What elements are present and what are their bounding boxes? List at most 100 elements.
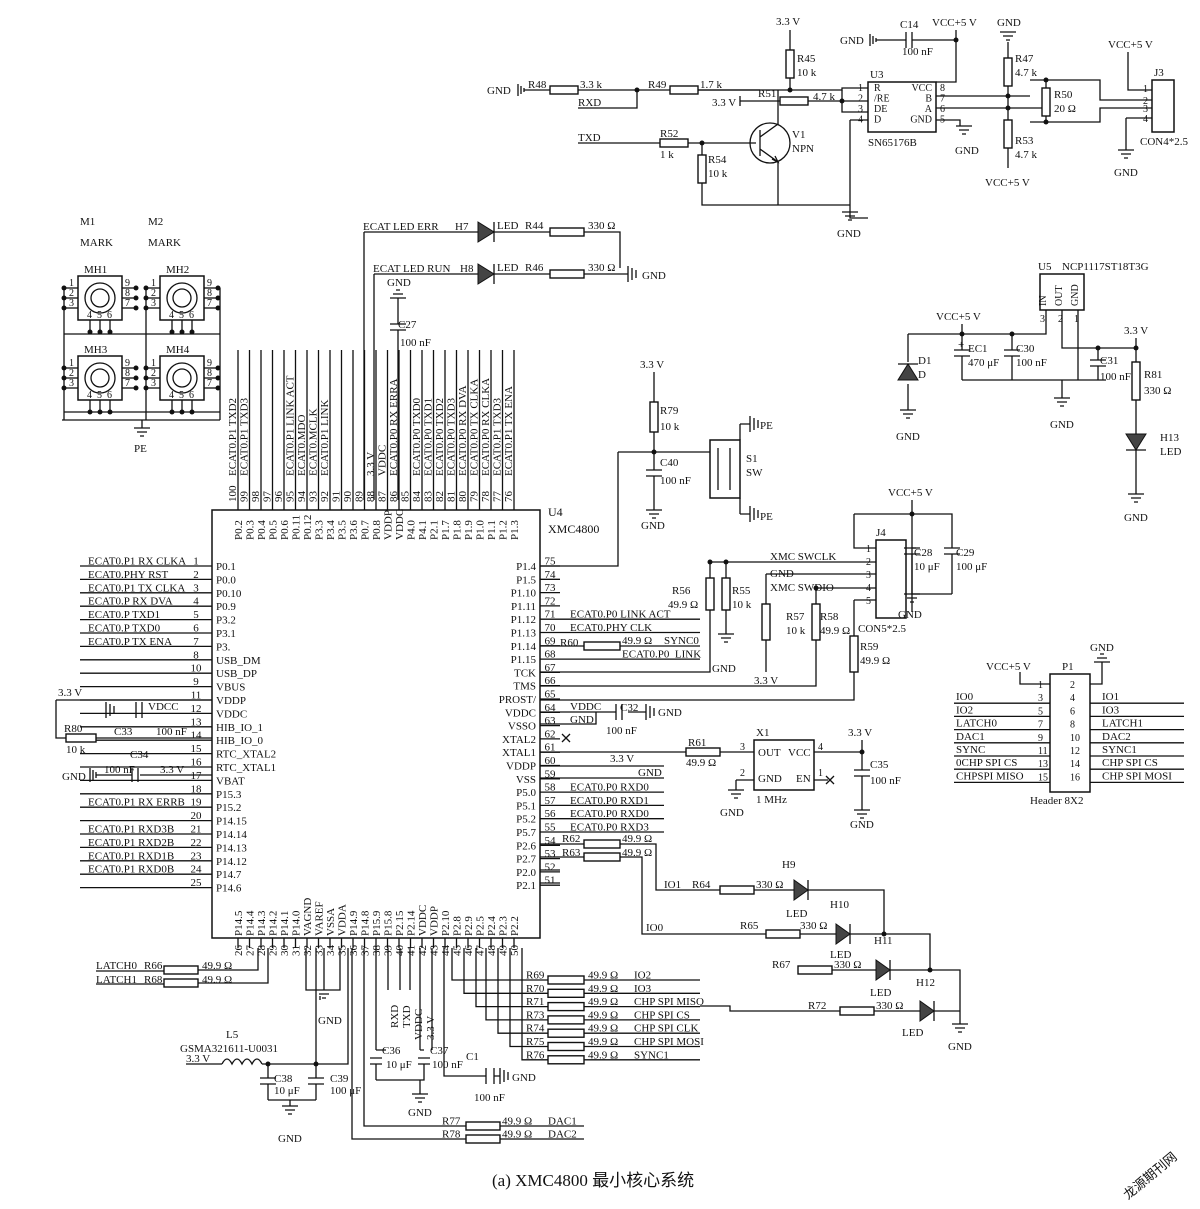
mh-pin-dot [87,329,93,335]
p1-vcc: VCC+5 V [986,661,1031,673]
bottom-row-net: IO2 [634,970,651,982]
j4-pin-num: 3 [866,570,871,581]
mcu-top-pin-net: ECAT0.P0 RX ERRA [388,378,400,476]
h11-led-label: LED [870,987,891,999]
mcu-top-pin-num: 76 [503,491,515,503]
rxd-net: RXD [578,97,601,109]
bottom-row-ref: R74 [526,1023,545,1035]
mcu-top-pin-name: P1.2 [498,520,510,540]
mcu-bottom-pin-name: P2.4 [486,916,498,936]
h12-ref: H12 [916,977,935,989]
h10-led-label: LED [830,949,851,961]
gnd-label-c35: GND [850,819,874,831]
u5-pin-out: OUT [1054,285,1065,306]
mcu-right-pin-net: ECAT0.PHY CLK [570,622,652,634]
mcu-left-pin-num: 3 [193,582,199,594]
bottom-row-resistor [547,1055,585,1065]
mcu-right-pin-name: P5.0 [516,787,536,799]
ldo-section: U5 NCP1117ST18T3G IN OUT GND 3 2 1 VCC+5… [896,261,1181,524]
bottom-row-net: CHP SPI MISO [634,996,704,1008]
p1-left-net: CHPSPI MISO [956,770,1024,782]
vddc-pin-net: VDDC [413,1009,425,1040]
c39-ref: C39 [330,1073,349,1085]
mcu-bottom-pin-name: VDDA [337,904,349,936]
mcu-right-pin-name: P2.7 [516,854,536,866]
mcu-bottom-pin-num: 48 [486,945,498,957]
r79-ref: R79 [660,405,679,417]
d1-diode [897,363,919,381]
mh-pin-dot [215,365,221,371]
h8-ref: H8 [460,263,474,275]
mh-pin-num: 9 [125,358,130,369]
x1-en: EN [796,773,811,785]
p1-right-pin-num: 16 [1070,772,1080,783]
x1-p4: 4 [818,742,823,753]
mcu-bottom-pin-num: 41 [406,945,418,956]
u3-part: SN65176B [868,137,917,149]
mcu-right-pin-name: P1.15 [511,654,537,666]
r57-resistor [761,603,771,641]
bottom-row-net: IO3 [634,983,652,995]
u3-right-pin-name: VCC [911,83,932,94]
mcu-right-pin-num: 57 [545,795,557,807]
mcu-top-pin-num: 97 [262,491,274,503]
mh-pin-dot [133,295,139,301]
c38-ref: C38 [274,1073,293,1085]
mcu-top-pin-net: ECAT0.P1 TXD3 [239,397,251,476]
mcu-top-pin-name: P3.5 [337,520,349,540]
bottom-row-resistor [547,988,585,998]
mh-pin-num: 9 [207,358,212,369]
mcu-left-pin-num: 15 [191,743,203,755]
mcu-bottom-pin-name: VAGND [302,898,314,936]
mcu-top-pin-name: P1.8 [452,520,464,540]
r44-ref: R44 [525,220,544,232]
r54-val: 10 k [708,168,728,180]
h9-led [793,879,809,901]
mh-pin-num: 2 [151,288,156,299]
mcu-right-pin-net: ECAT0.P0 RXD3 [570,822,649,834]
p1-right-net: CHP SPI MOSI [1102,770,1172,782]
mcu-top-pin-net: ECAT0.P1 TXD2 [227,398,239,476]
mcu-top-pin-name: P0.5 [268,520,280,540]
mcu-bottom-pin-num: 49 [498,945,510,957]
u3-left-pin-name: D [874,115,881,126]
mcu-left-pin-num: 5 [193,609,199,621]
h11-led [875,959,891,981]
j3-pin-4: 4 [1143,114,1148,125]
mcu-left-pin-name: USB_DM [216,655,261,667]
p1-right-pin-num: 14 [1070,759,1080,770]
mh-hole [90,288,110,308]
mcu-top-pin-name: P1.3 [509,520,521,540]
x1-p1: 1 [818,768,823,779]
mh-pin-num: 6 [107,390,112,401]
r64-val: 330 Ω [756,879,783,891]
p1-left-net: LATCH0 [956,718,997,730]
x1-body [753,739,815,791]
mcu-left-pin-num: 13 [191,716,203,728]
p1-right-net: LATCH1 [1102,718,1143,730]
mcu-top-pin-num: 92 [319,491,331,502]
mh-ref: MH1 [84,264,107,276]
mcu-top-pin-net: ECAT0.P1 TXD3 [492,397,504,476]
dac-row-net: DAC2 [548,1129,577,1141]
mcu-left-pin-num: 2 [193,569,199,581]
mcu-top-pin-net: ECAT0.P0 TX CLKA [469,379,481,476]
mcu-top-pin-num: 77 [492,491,504,503]
mcu-top-pin-net: ECAT0.MCLK [308,408,320,476]
r51-supply: 3.3 V [712,97,736,109]
mcu-top-pin-name: P3.6 [348,520,360,540]
dac-row-val: 49.9 Ω [502,1116,532,1128]
j4-vcc: VCC+5 V [888,487,933,499]
mcu-bottom-pin-num: 29 [268,945,280,957]
p1-left-net: IO2 [956,704,973,716]
mcu-bottom-pin-num: 27 [245,945,257,957]
mcu-right-pin-name: P1.12 [511,614,536,626]
mcu-top-pin-net: ECAT0.P1 LINK [319,400,331,476]
mcu-left-pin-net: ECAT0.P1 RXD0B [88,864,174,876]
mh-pin-num: 8 [207,288,212,299]
mcu-left-pin-name: P0.10 [216,588,242,600]
r68-val: 49.9 Ω [202,974,232,986]
mcu-right-pin-name: P5.7 [516,827,536,839]
u5-pin3: 3 [1040,314,1045,325]
